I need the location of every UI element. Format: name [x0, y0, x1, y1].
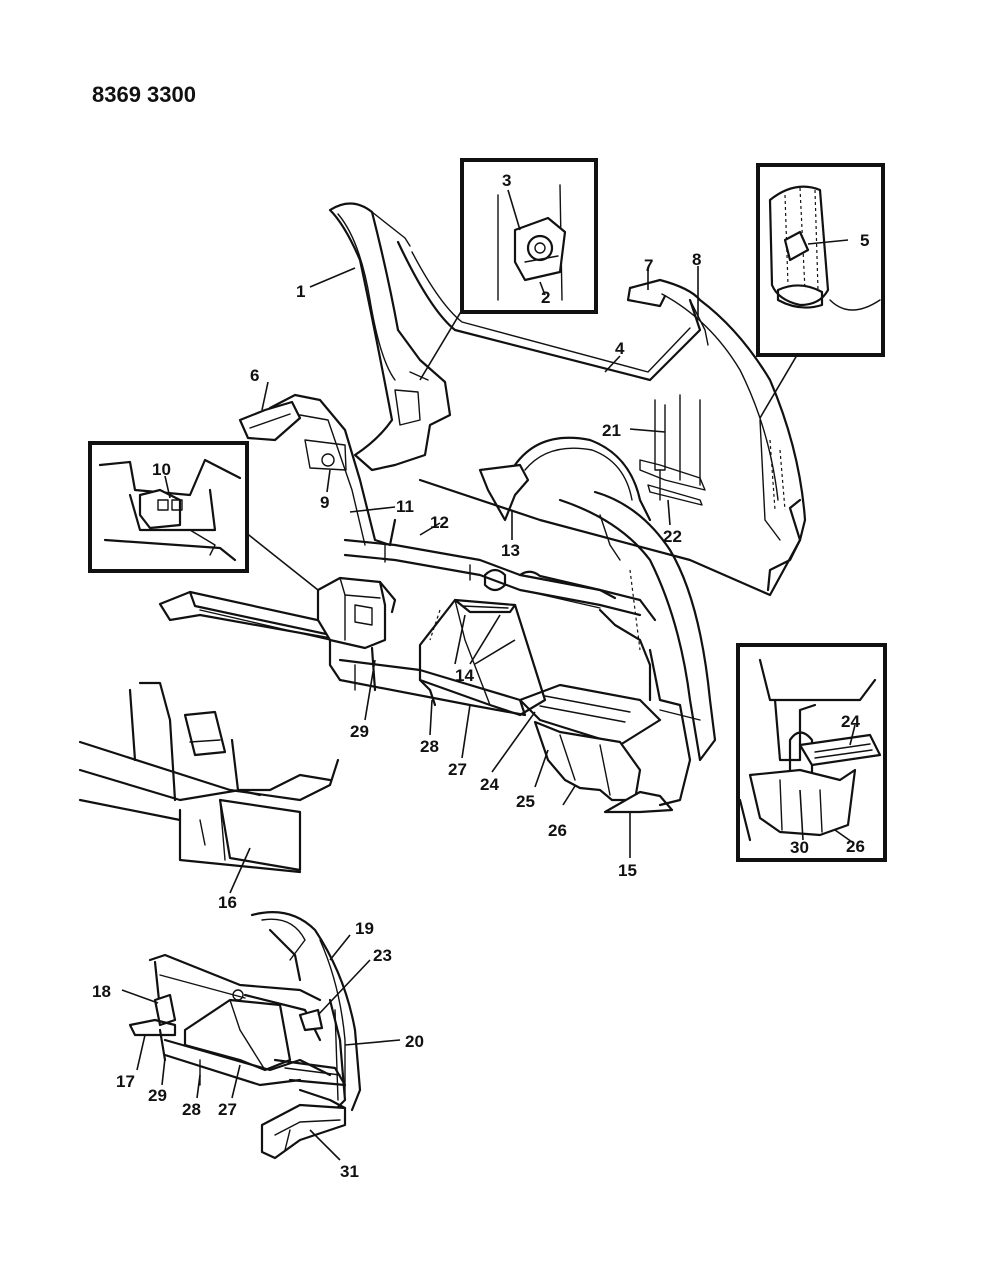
leader-lines: [229, 266, 801, 894]
part-1-pillar: [328, 202, 452, 472]
callout-12: 12: [430, 513, 449, 532]
part-13-bracket: [478, 463, 530, 522]
callout-24-inset: 24: [841, 712, 860, 731]
callout-8: 8: [692, 250, 701, 269]
callout-10: 10: [152, 460, 171, 479]
callout-26-main: 26: [548, 821, 567, 840]
quarter-panel-lower: [418, 478, 802, 597]
callout-28-main: 28: [420, 737, 439, 756]
part-19-arch: [250, 911, 362, 1112]
callout-3: 3: [502, 171, 511, 190]
callout-9: 9: [320, 493, 329, 512]
callout-29-main: 29: [350, 722, 369, 741]
callout-14: 14: [455, 666, 474, 685]
part-10-bracket-box: [316, 576, 387, 650]
callout-24-main: 24: [480, 775, 499, 794]
callout-26-inset: 26: [846, 837, 865, 856]
part-26-box: [533, 720, 642, 802]
wheelhouse-arch: [513, 436, 652, 522]
part-27-lower-rail: [338, 658, 527, 717]
callout-labels: 1 2 3 4 5 6 7 8 9 10 11 12 13 14 15 16 1…: [92, 171, 869, 1181]
main-body-side-assembly: [78, 202, 807, 874]
callout-25: 25: [516, 792, 535, 811]
callout-30: 30: [790, 838, 809, 857]
inset-parts-24-26-30: [736, 643, 887, 862]
callout-23: 23: [373, 946, 392, 965]
part-18-bracket: [153, 993, 177, 1027]
callout-11: 11: [396, 497, 414, 516]
callout-6: 6: [250, 366, 259, 385]
part-23-bracket: [298, 1008, 324, 1032]
document-number: 8369 3300: [92, 82, 196, 107]
callout-16: 16: [218, 893, 237, 912]
front-rocker: [158, 590, 342, 642]
inset-part-5: [756, 163, 885, 357]
callout-20: 20: [405, 1032, 424, 1051]
part-6-reinforcement: [238, 400, 302, 442]
part-22-bracket: [639, 459, 706, 491]
callout-13: 13: [501, 541, 520, 560]
inset-parts-10: [88, 441, 249, 573]
part-17-bar: [128, 1018, 177, 1037]
callout-31: 31: [340, 1162, 359, 1181]
callout-2: 2: [541, 288, 550, 307]
rear-tower: [558, 490, 717, 762]
callout-28-bottom: 28: [182, 1100, 201, 1119]
callout-1: 1: [296, 282, 305, 301]
callout-19: 19: [355, 919, 374, 938]
callout-27-main: 27: [448, 760, 467, 779]
callout-7: 7: [644, 256, 653, 275]
bottom-subassembly: [121, 911, 401, 1161]
part-14-pan-box: [418, 598, 547, 717]
callout-17: 17: [116, 1072, 135, 1091]
part-24-crossmember: [518, 683, 662, 747]
callout-18: 18: [92, 982, 111, 1001]
part-7-8-rear-quarter-upper: [628, 278, 807, 592]
part-4-roof-rail: [396, 240, 702, 382]
part-31-rail: [260, 1103, 347, 1160]
inset-parts-2-3: [460, 158, 598, 314]
callout-29-bottom: 29: [148, 1086, 167, 1105]
callout-4: 4: [615, 339, 625, 358]
callout-22: 22: [663, 527, 682, 546]
callout-15: 15: [618, 861, 637, 880]
part-16-lower-section: [78, 740, 340, 802]
callout-21: 21: [602, 421, 621, 440]
callout-5: 5: [860, 231, 869, 250]
callout-27-bottom: 27: [218, 1100, 237, 1119]
